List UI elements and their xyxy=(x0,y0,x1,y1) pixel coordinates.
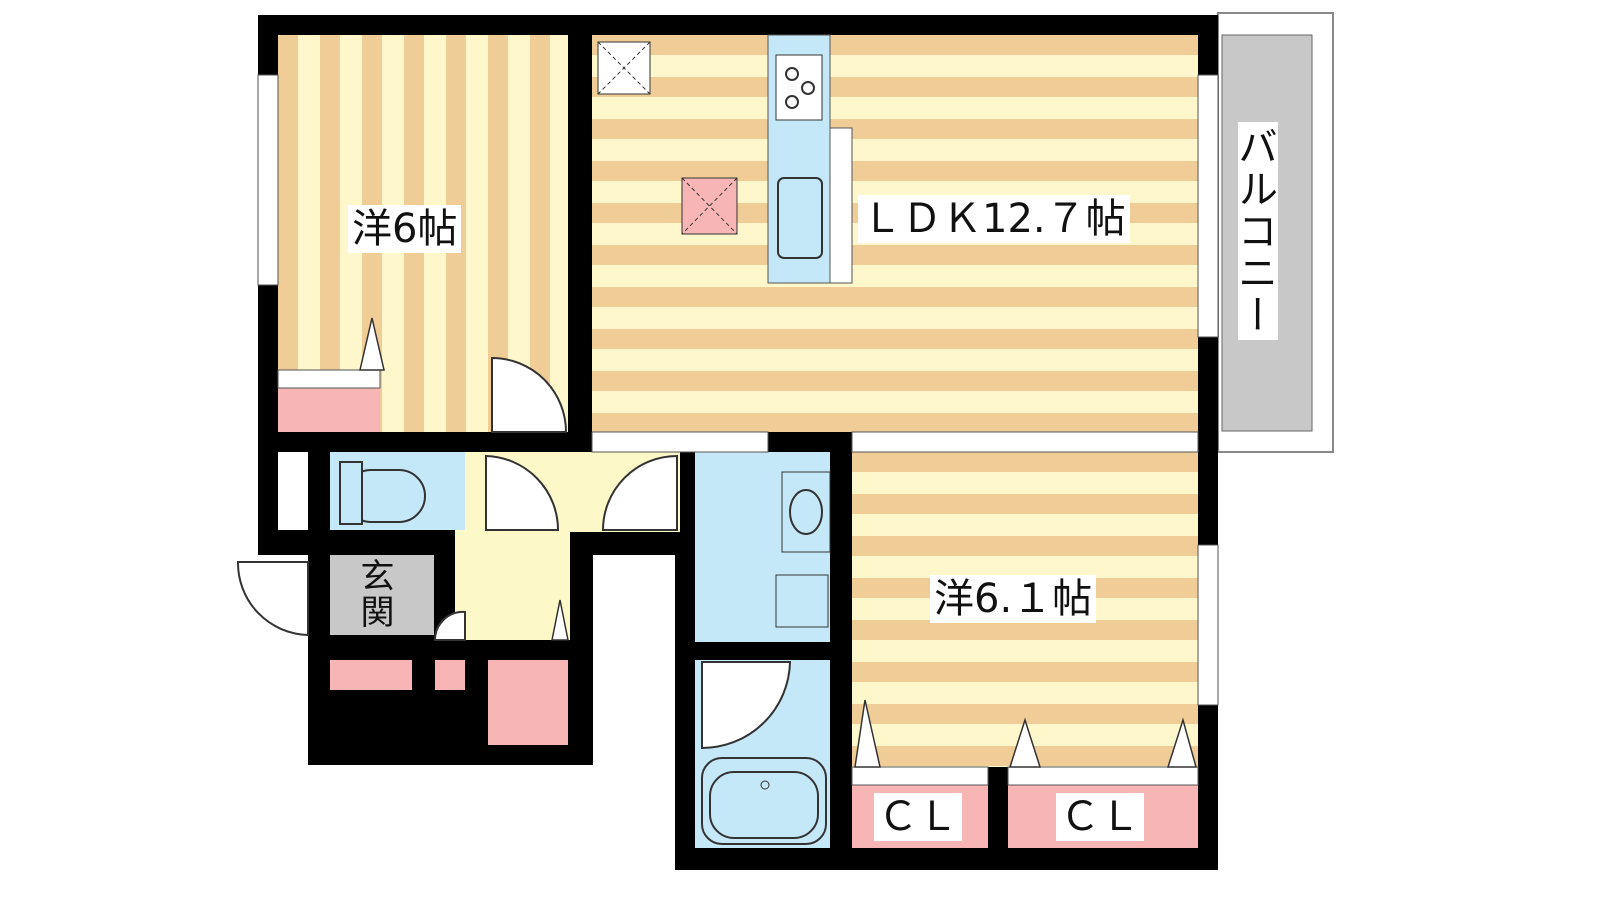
storage xyxy=(278,388,380,432)
room-label-western-a: 洋6帖 xyxy=(348,205,462,253)
room-label-closet-2: ＣＬ xyxy=(1056,793,1144,841)
toilet-window xyxy=(278,452,308,530)
closet-rail xyxy=(851,766,989,786)
room-label-balcony: バルコニー xyxy=(1231,122,1278,340)
hall-floor xyxy=(455,530,570,640)
sliding-door xyxy=(851,431,1199,453)
entrance-floor xyxy=(330,555,434,635)
door-swing[interactable] xyxy=(433,610,466,641)
burner-icon xyxy=(801,81,815,95)
door-swing[interactable] xyxy=(701,661,792,750)
door-swings xyxy=(236,356,792,750)
sink xyxy=(777,177,823,259)
door-swing[interactable] xyxy=(601,454,678,531)
bathtub-inner xyxy=(709,771,819,839)
room-label-ldk: ＬＤＫ12.７帖 xyxy=(858,195,1130,243)
room-label-western-b: 洋6.１帖 xyxy=(930,575,1097,623)
shoe-storage xyxy=(435,660,465,690)
window xyxy=(1197,544,1219,706)
washbasin-bowl xyxy=(789,489,823,535)
burner-icon xyxy=(785,95,799,109)
ventilation-icon xyxy=(597,41,651,95)
room-label-closet-1: ＣＬ xyxy=(874,793,962,841)
toilet-tank xyxy=(339,461,363,525)
storage xyxy=(488,660,568,745)
closet-door-marks xyxy=(359,317,1197,768)
window xyxy=(257,74,279,286)
kitchen-partition xyxy=(829,127,853,284)
ventilation-icon xyxy=(681,177,738,235)
drain-icon xyxy=(760,780,770,790)
room-label-entrance: 玄関 xyxy=(354,558,394,630)
door-swing[interactable] xyxy=(491,356,568,433)
closet-rail xyxy=(1007,766,1199,786)
burner-icon xyxy=(785,67,799,81)
washing-machine-icon xyxy=(775,574,829,628)
shoe-storage xyxy=(330,660,412,690)
sliding-door xyxy=(591,431,769,453)
bathtub-icon xyxy=(701,757,827,845)
entrance-door-swing[interactable] xyxy=(236,561,309,637)
door-swing[interactable] xyxy=(485,454,560,531)
closet-rail xyxy=(277,369,381,389)
stove xyxy=(775,54,823,121)
window xyxy=(1197,74,1219,338)
